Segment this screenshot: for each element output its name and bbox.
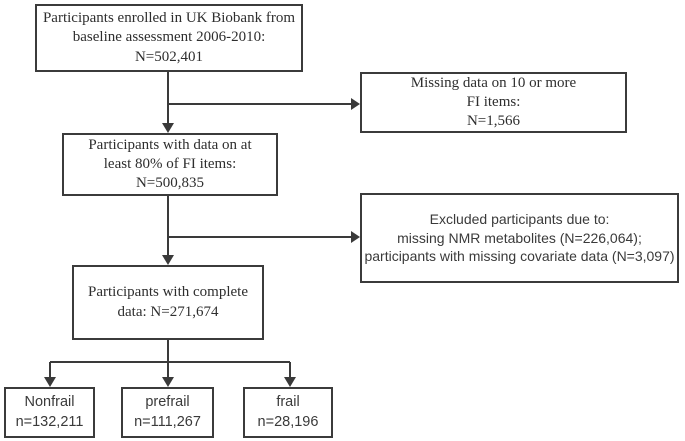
box-missing-fi-items: Missing data on 10 or more FI items: N=1… xyxy=(360,72,627,133)
box-text-line: Participants with data on at xyxy=(88,136,252,153)
box-text-line: participants with missing covariate data… xyxy=(364,248,675,265)
box-text-line: frail xyxy=(276,393,300,410)
box-text-line: data: N=271,674 xyxy=(117,303,219,320)
box-text-line: Nonfrail xyxy=(24,393,75,410)
box-text-line: FI items: xyxy=(466,93,521,110)
arrowhead-right-icon xyxy=(351,231,360,243)
box-text-line: N=500,835 xyxy=(135,175,205,192)
box-text-line: Missing data on 10 or more xyxy=(410,74,577,91)
box-text-line: baseline assessment 2006-2010: xyxy=(72,29,266,46)
box-text-line: n=28,196 xyxy=(257,413,319,430)
box-text-line: N=1,566 xyxy=(466,113,521,130)
box-text-line: Participants with complete xyxy=(88,284,248,301)
box-text-line: prefrail xyxy=(145,393,190,410)
arrowhead-down-icon xyxy=(284,377,296,387)
box-excluded-participants: Excluded participants due to: missing NM… xyxy=(360,193,679,283)
box-nonfrail-group: Nonfrail n=132,211 xyxy=(4,387,95,438)
box-frail-group: frail n=28,196 xyxy=(243,387,333,438)
box-text-line: least 80% of FI items: xyxy=(103,155,237,172)
arrowhead-down-icon xyxy=(162,255,174,265)
box-text-line: n=132,211 xyxy=(15,413,84,430)
box-text-line: missing NMR metabolites (N=226,064); xyxy=(397,229,642,246)
arrowhead-right-icon xyxy=(351,98,360,110)
box-complete-data: Participants with complete data: N=271,6… xyxy=(72,265,264,340)
box-text-line: Participants enrolled in UK Biobank from xyxy=(42,10,296,27)
box-prefrail-group: prefrail n=111,267 xyxy=(121,387,214,438)
arrowhead-down-icon xyxy=(162,377,174,387)
box-text-line: N=502,401 xyxy=(134,48,204,65)
box-enrolled-participants: Participants enrolled in UK Biobank from… xyxy=(35,4,303,72)
arrowhead-down-icon xyxy=(44,377,56,387)
box-text-line: n=111,267 xyxy=(134,413,201,430)
box-text-line: Excluded participants due to: xyxy=(429,210,610,227)
arrowhead-down-icon xyxy=(162,123,174,133)
box-fi-80-percent: Participants with data on at least 80% o… xyxy=(62,133,278,196)
